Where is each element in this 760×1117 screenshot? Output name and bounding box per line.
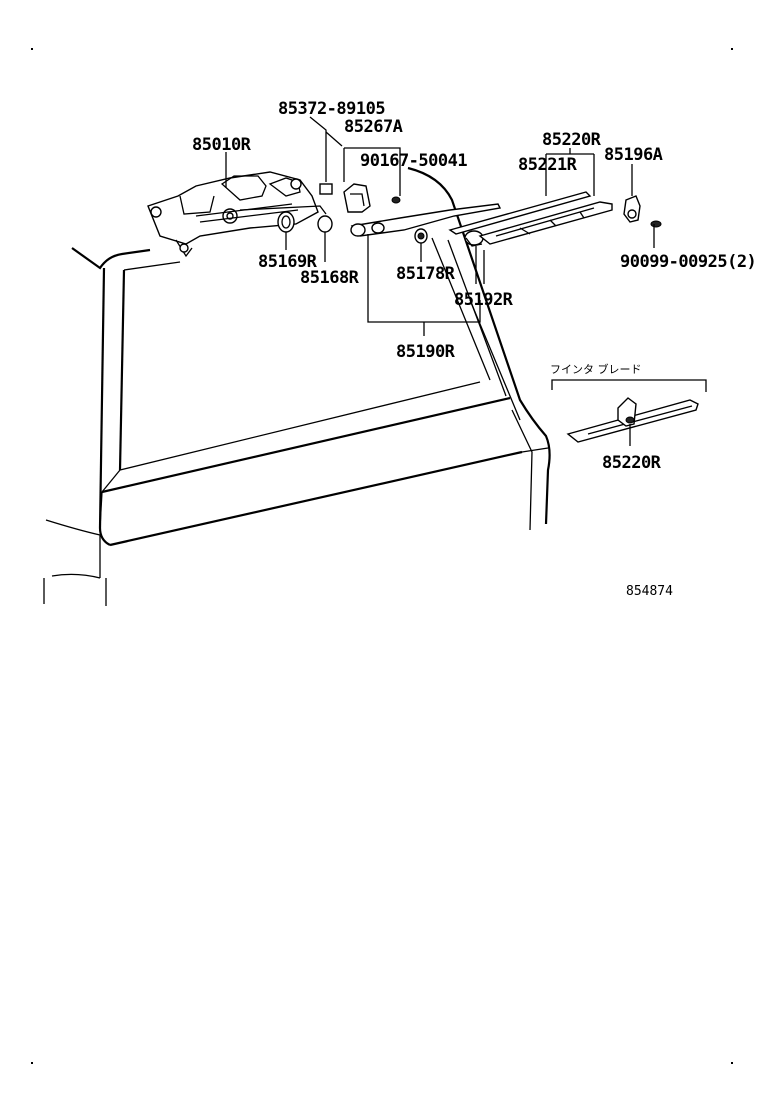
part-labels: 85372-89105 85267A 85010R 90167-50041 85…: [192, 99, 757, 599]
grommet-85169R: [277, 211, 295, 233]
wiper-arm-85190R: [350, 203, 502, 237]
label-85169R: 85169R: [258, 252, 318, 272]
bracket-85267A: [343, 183, 371, 213]
inset-wiper-blade: [551, 379, 707, 446]
wiper-motor-85010R: [147, 171, 327, 258]
label-85190R: 85190R: [396, 342, 456, 362]
clip-85372-89105: [319, 183, 333, 195]
label-90167-50041: 90167-50041: [360, 151, 467, 171]
vehicle-body-outline: [43, 166, 551, 606]
wiper-blade-85220R: [448, 191, 613, 245]
cover-85192R: [464, 230, 484, 247]
leader-lines: [225, 116, 655, 336]
inset-title: フインタ ブレード: [550, 362, 642, 376]
label-90099-00925: 90099-00925(2): [620, 252, 756, 272]
label-85010R: 85010R: [192, 135, 252, 155]
corner-marks: [31, 48, 733, 1064]
figure-id: 854874: [626, 584, 673, 599]
label-85220R-top: 85220R: [542, 130, 602, 150]
label-85372-89105: 85372-89105: [278, 99, 385, 119]
screw-90099-00925: [650, 220, 662, 228]
label-85221R: 85221R: [518, 155, 578, 175]
label-85178R: 85178R: [396, 264, 456, 284]
nut-85178R: [414, 228, 428, 244]
label-85196A: 85196A: [604, 145, 663, 165]
label-85168R: 85168R: [300, 268, 360, 288]
label-85267A: 85267A: [344, 117, 403, 137]
label-85192R: 85192R: [454, 290, 514, 310]
label-85220R-inset: 85220R: [602, 453, 662, 473]
clip-85196A: [623, 195, 641, 223]
cap-85168R: [317, 215, 333, 233]
bolt-90167-50041: [391, 196, 401, 204]
